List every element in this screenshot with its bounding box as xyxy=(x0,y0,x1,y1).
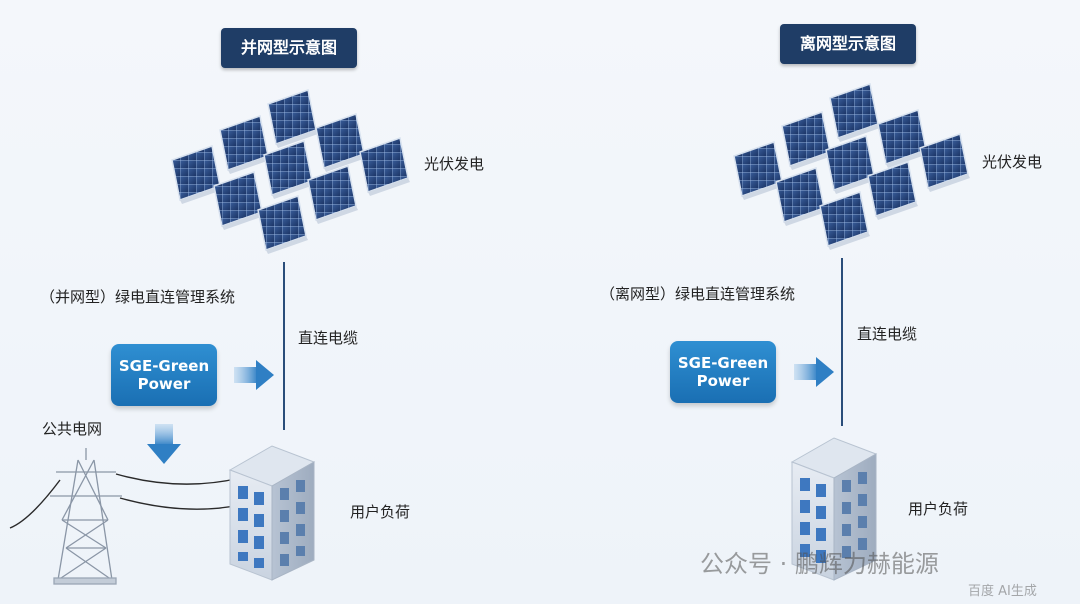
left-sge-line2: Power xyxy=(137,375,191,393)
left-load-label: 用户负荷 xyxy=(350,503,411,521)
power-lines xyxy=(9,473,241,529)
left-pv-label: 光伏发电 xyxy=(424,155,485,173)
right-solar-array-icon xyxy=(733,83,971,251)
left-cable-label: 直连电缆 xyxy=(298,329,359,347)
left-building-icon xyxy=(228,445,316,581)
left-sge-green-power-box: SGE-Green Power xyxy=(111,344,217,406)
left-title: 并网型示意图 xyxy=(221,28,357,68)
left-solar-array-icon xyxy=(171,89,411,255)
right-pv-label: 光伏发电 xyxy=(982,153,1043,171)
left-direct-cable-line xyxy=(283,262,285,430)
left-grid-label: 公共电网 xyxy=(42,420,103,438)
left-system-label: （并网型）绿电直连管理系统 xyxy=(40,288,236,306)
right-sge-line1: SGE-Green xyxy=(677,354,769,372)
right-cable-label: 直连电缆 xyxy=(857,325,918,343)
right-building-icon xyxy=(790,437,878,581)
right-direct-cable-line xyxy=(841,258,843,426)
left-sge-line1: SGE-Green xyxy=(118,357,210,375)
power-pylon-icon xyxy=(50,448,122,585)
right-system-label: （离网型）绿电直连管理系统 xyxy=(600,285,796,303)
right-sge-green-power-box: SGE-Green Power xyxy=(670,341,776,403)
watermark-sub: 百度 AI生成 xyxy=(968,584,1037,599)
left-flow-arrow-icon xyxy=(234,360,274,390)
right-load-label: 用户负荷 xyxy=(908,500,969,518)
watermark-text: 公众号 · 鹏辉力赫能源 xyxy=(700,550,939,578)
right-title: 离网型示意图 xyxy=(780,24,916,64)
grid-down-arrow-icon xyxy=(147,424,181,464)
right-flow-arrow-icon xyxy=(794,357,834,387)
right-sge-line2: Power xyxy=(696,372,750,390)
